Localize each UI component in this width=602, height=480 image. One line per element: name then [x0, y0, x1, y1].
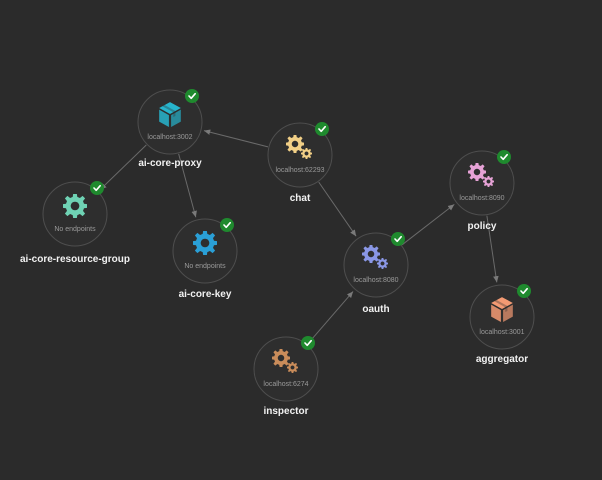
service-node-policy[interactable]: localhost:8090 policy [449, 150, 515, 232]
edge-inspector-to-oauth [307, 291, 354, 345]
node-label: oauth [362, 304, 389, 315]
status-check-icon [517, 284, 531, 298]
service-node-chat[interactable]: localhost:62293 chat [267, 122, 333, 204]
edges-layer [99, 129, 499, 345]
node-label: aggregator [476, 354, 528, 365]
edge-ai-core-proxy-to-ai-core-resource-group [99, 144, 147, 191]
status-check-icon [497, 150, 511, 164]
edge-chat-to-oauth [318, 181, 357, 237]
node-label: ai-core-proxy [138, 158, 202, 169]
edge-ai-core-proxy-to-ai-core-key [178, 153, 197, 218]
edge-oauth-to-policy [401, 204, 455, 246]
service-node-ai-core-key[interactable]: No endpoints ai-core-key [172, 218, 238, 300]
node-endpoint: localhost:62293 [275, 167, 324, 174]
node-circle [449, 150, 515, 216]
status-check-icon [315, 122, 329, 136]
service-node-ai-core-resource-group[interactable]: No endpoints ai-core-resource-group [20, 181, 130, 265]
node-label: chat [290, 193, 311, 204]
node-label: ai-core-resource-group [20, 254, 130, 265]
node-circle [253, 336, 319, 402]
node-label: inspector [263, 406, 308, 417]
node-endpoint: No endpoints [184, 263, 226, 270]
status-check-icon [391, 232, 405, 246]
status-check-icon [185, 89, 199, 103]
edge-chat-to-ai-core-proxy [203, 129, 269, 148]
node-circle [267, 122, 333, 188]
status-check-icon [301, 336, 315, 350]
service-node-inspector[interactable]: localhost:6274 inspector [253, 336, 319, 417]
node-endpoint: No endpoints [54, 226, 96, 233]
node-circle [469, 284, 535, 350]
status-check-icon [220, 218, 234, 232]
edge-policy-to-aggregator [486, 215, 499, 283]
service-node-ai-core-proxy[interactable]: localhost:3002 ai-core-proxy [137, 89, 203, 169]
status-check-icon [90, 181, 104, 195]
service-node-oauth[interactable]: localhost:8080 oauth [343, 232, 409, 315]
node-endpoint: localhost:8080 [353, 277, 398, 284]
node-circle [343, 232, 409, 298]
node-label: ai-core-key [179, 289, 232, 300]
node-endpoint: localhost:8090 [459, 195, 504, 202]
service-node-aggregator[interactable]: localhost:3001 aggregator [469, 284, 535, 365]
node-endpoint: localhost:3001 [479, 329, 524, 336]
node-label: policy [468, 221, 497, 232]
nodes-layer: localhost:3002 ai-core-proxy localhost:622… [20, 89, 535, 417]
node-endpoint: localhost:6274 [263, 381, 308, 388]
node-endpoint: localhost:3002 [147, 134, 192, 141]
node-circle [137, 89, 203, 155]
